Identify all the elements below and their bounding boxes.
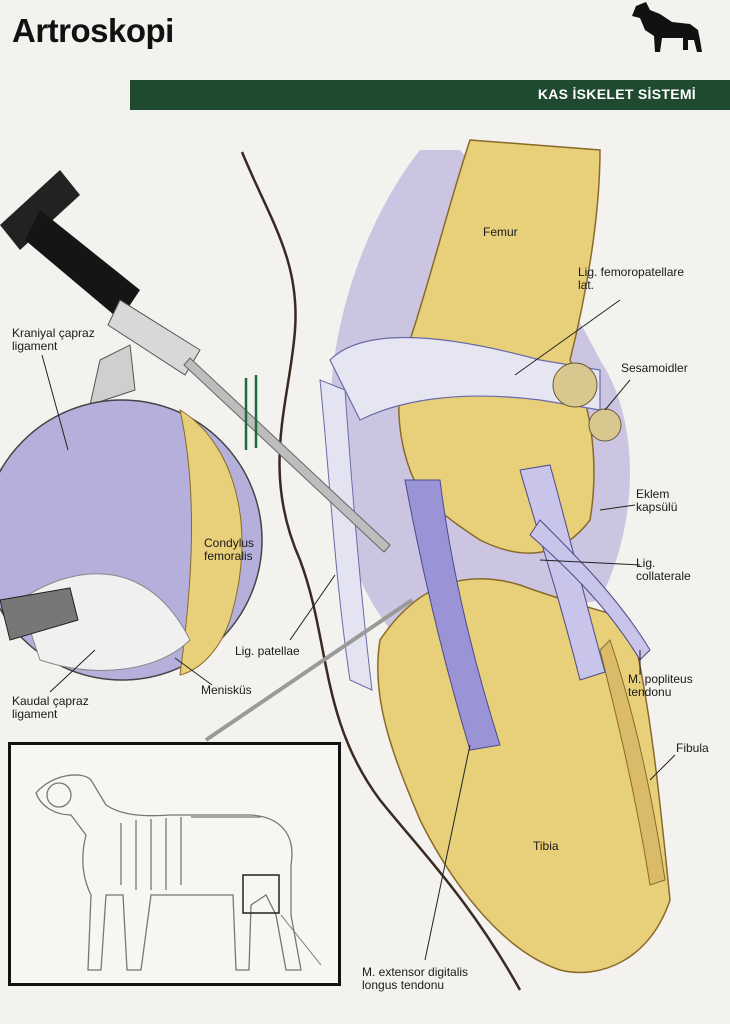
sesamoid-2 [588, 408, 622, 442]
label-lig-patellae: Lig. patellae [235, 644, 300, 658]
label-femur: Femur [483, 225, 518, 239]
section-bar: KAS İSKELET SİSTEMİ [130, 80, 730, 110]
leader-lines [41, 299, 676, 961]
label-fibula: Fibula [676, 741, 709, 755]
label-kraniyal: Kraniyal çapraz ligament [12, 326, 95, 353]
label-eklem-kapsulu: Eklem kapsülü [636, 487, 678, 514]
dog-skeleton-inset [8, 742, 341, 986]
lig-patellae-shape [319, 379, 373, 691]
m-extensor-tendon [404, 479, 501, 751]
arthroscopic-view [0, 399, 263, 681]
probe-instrument [204, 598, 414, 742]
label-lig-femoropatellare: Lig. femoropatellare lat. [578, 265, 685, 292]
section-title: KAS İSKELET SİSTEMİ [537, 86, 696, 102]
label-tibia: Tibia [533, 839, 559, 853]
label-m-extensor: M. extensor digitalis longus tendonu [362, 965, 469, 992]
page-title: Artroskopi [12, 12, 174, 49]
label-sesamoidler: Sesamoidler [621, 361, 688, 375]
label-condylus: Condylus femoralis [204, 536, 255, 563]
m-popliteus-shape [529, 519, 651, 661]
dog-skeleton-diagram [35, 774, 322, 971]
skin-outline [240, 151, 522, 991]
lig-femoropatellare-shape [329, 336, 601, 421]
label-meniskus: Menisküs [201, 683, 252, 697]
label-kaudal: Kaudal çapraz ligament [12, 694, 89, 721]
arthroscope [0, 170, 391, 553]
knee-location-box [242, 874, 280, 914]
label-lig-collaterale: Lig. collaterale [636, 556, 691, 583]
fibula [599, 639, 666, 886]
label-m-popliteus: M. popliteus tendonu [628, 672, 693, 699]
femur [398, 139, 601, 554]
sesamoid-1 [552, 362, 598, 408]
